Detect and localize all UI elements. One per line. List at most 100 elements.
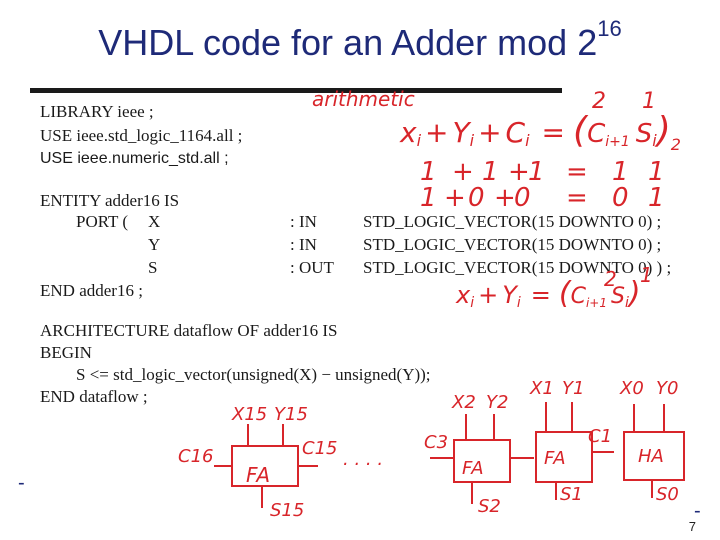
code-architecture: ARCHITECTURE dataflow OF adder16 IS — [40, 321, 338, 340]
fa1-cout-label: C1 — [588, 426, 612, 447]
row1-sum: 1 — [648, 157, 665, 187]
row2-b: 0 — [468, 183, 485, 213]
eq2-s: S — [611, 284, 625, 309]
code-use-numeric: USE ieee.numeric_std.all ; — [40, 150, 229, 167]
fa1-box — [535, 431, 593, 483]
eq1-s: S — [636, 119, 653, 149]
port-name-x: X — [148, 212, 161, 231]
fa2-y-label: Y2 — [486, 392, 508, 413]
eq1-x: x — [399, 116, 417, 149]
code-end-entity: END adder16 ; — [40, 281, 143, 300]
fa2-label: FA — [462, 458, 484, 479]
arithmetic-note: arithmetic — [312, 87, 415, 111]
fa-stage-2 — [430, 414, 534, 504]
eq1-x-sub: i — [417, 131, 422, 150]
eq1-y-sub: i — [470, 131, 475, 150]
eq1-close-paren: ) — [654, 110, 671, 151]
port-mode-s: : OUT — [290, 258, 334, 277]
eq2-s-sub: i — [625, 295, 629, 311]
row1-equals: = — [566, 157, 588, 187]
port-name-y: Y — [148, 235, 161, 254]
row1-c: 1 — [528, 157, 545, 187]
title-rule — [30, 88, 562, 93]
stages-ellipsis: · · · · — [342, 454, 382, 475]
row2-plus-2: + — [494, 183, 516, 213]
ha0-box — [623, 431, 685, 481]
fa2-s-label: S2 — [478, 496, 501, 517]
row2-sum: 1 — [648, 183, 665, 213]
fa2-cin-label: C3 — [424, 432, 448, 453]
fa1-x-label: X1 — [529, 378, 554, 399]
fa2-box — [453, 439, 511, 483]
page-number: 7 — [688, 519, 696, 534]
eq1-open-paren: ( — [573, 110, 589, 151]
eq1-cnext-sub: i+1 — [605, 134, 630, 150]
port-type-x: STD_LOGIC_VECTOR(15 DOWNTO 0) ; — [363, 212, 662, 231]
eq1-plus-1: + — [425, 116, 448, 149]
eq1-plus-2: + — [478, 116, 501, 149]
code-port-keyword: PORT ( — [76, 212, 129, 231]
code-end-architecture: END dataflow ; — [40, 387, 148, 406]
row1-plus-2: + — [508, 157, 530, 187]
eq2-close-paren: ) — [627, 276, 641, 311]
row1-b: 1 — [482, 157, 499, 187]
fa2-x-label: X2 — [451, 392, 476, 413]
eq1-weight-2: 2 — [592, 89, 606, 114]
port-name-s: S — [148, 258, 158, 277]
port-mode-x: : IN — [290, 212, 317, 231]
ha0-s-label: S0 — [656, 484, 679, 505]
eq2-cnext-sub: i+1 — [586, 296, 607, 310]
eq2-weight-2: 2 — [604, 267, 617, 291]
eq2-open-paren: ( — [559, 276, 572, 311]
eq2-y: Y — [502, 281, 519, 309]
port-type-y: STD_LOGIC_VECTOR(15 DOWNTO 0) ; — [363, 235, 662, 254]
eq1-c: C — [506, 116, 526, 149]
sum-row-2: 1 — [420, 183, 437, 213]
row2-plus-1: + — [444, 183, 466, 213]
fa15-y-label: Y15 — [274, 404, 308, 425]
eq2-y-sub: i — [517, 295, 521, 311]
row2-carry: 0 — [612, 183, 629, 213]
row2-c: 0 — [514, 183, 531, 213]
eq2-equals: = — [531, 281, 551, 309]
fa15-label: FA — [246, 463, 270, 487]
eq1-s-sub: i — [652, 131, 657, 150]
eq1-c-sub: i — [525, 131, 530, 150]
eq2-x-sub: i — [470, 295, 474, 311]
code-library: LIBRARY ieee ; — [40, 102, 154, 121]
fa1-s-label: S1 — [560, 484, 583, 505]
eq1-base: 2 — [671, 135, 681, 154]
eq2-x: x — [455, 281, 471, 309]
row2-equals: = — [566, 183, 588, 213]
row1-plus-1: + — [452, 157, 474, 187]
port-type-s: STD_LOGIC_VECTOR(15 DOWNTO 0) ) ; — [363, 258, 672, 277]
fa15-s-label: S15 — [270, 500, 304, 521]
fa-stage-15 — [214, 424, 318, 508]
fa1-label: FA — [544, 448, 566, 469]
ha0-y-label: Y0 — [656, 378, 678, 399]
fa15-cin-label: C15 — [302, 438, 337, 459]
fa15-cout-label: C16 — [178, 446, 213, 467]
eq1-equals: = — [542, 116, 565, 149]
eq2-plus: + — [478, 281, 498, 309]
code-use-1164: USE ieee.std_logic_1164.all ; — [40, 126, 243, 145]
eq1-weight-1: 1 — [642, 89, 656, 114]
ha-stage-0 — [623, 404, 685, 498]
eq2-weight-1: 1 — [640, 263, 653, 287]
port-mode-y: : IN — [290, 235, 317, 254]
fa1-y-label: Y1 — [562, 378, 584, 399]
slide-title-text: VHDL code for an Adder mod 2 — [98, 22, 598, 63]
fa-stage-1 — [535, 402, 614, 500]
left-edge-mark: - — [18, 472, 25, 494]
slide-title-exponent: 16 — [597, 16, 622, 41]
ha0-x-label: X0 — [619, 378, 644, 399]
eq2-cnext: C — [571, 284, 587, 309]
fa15-x-label: X15 — [231, 404, 267, 425]
code-assignment: S <= std_logic_vector(unsigned(X) − unsi… — [76, 365, 431, 384]
ha0-label: HA — [638, 446, 664, 467]
row1-carry: 1 — [612, 157, 629, 187]
eq1-y: Y — [453, 116, 472, 149]
sum-row-1: 1 — [420, 157, 437, 187]
